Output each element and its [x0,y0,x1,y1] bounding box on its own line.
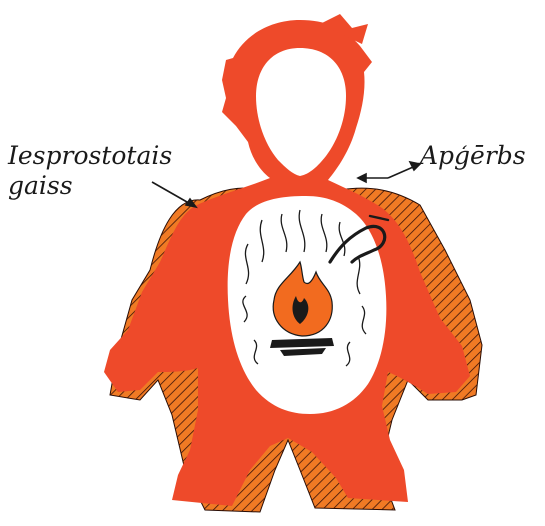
trapped-air-label-line2: gaiss [8,171,172,201]
clothing-label: Apģērbs [420,141,526,171]
trapped-air-label: Iesprostotais gaiss [8,141,172,201]
trapped-air-label-line1: Iesprostotais [8,141,172,171]
clothing-label-text: Apģērbs [420,141,526,171]
